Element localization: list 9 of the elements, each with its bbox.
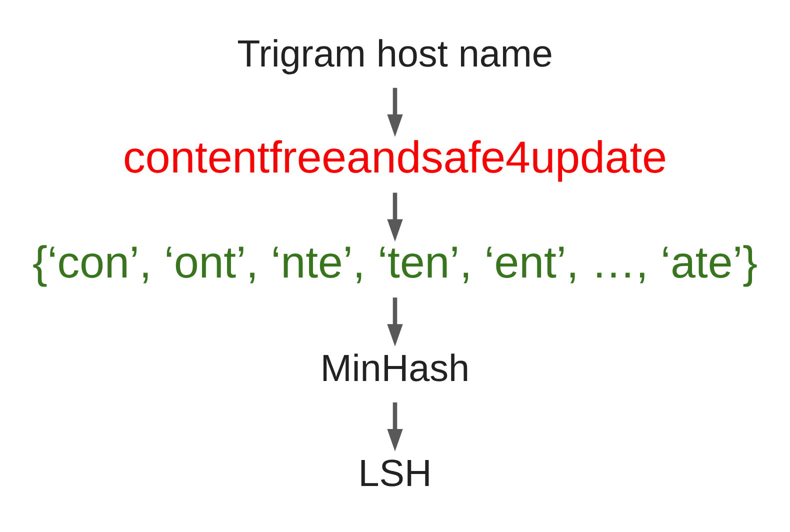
arrow bbox=[387, 297, 403, 346]
node-text: contentfreeandsafe4update bbox=[123, 132, 667, 182]
node-text: {‘con’, ‘ont’, ‘nte’, ‘ten’, ‘ent’, …, ‘ate’} bbox=[32, 238, 758, 287]
node-text: MinHash bbox=[320, 347, 470, 390]
arrow bbox=[387, 402, 403, 451]
node-text: Trigram host name bbox=[237, 32, 553, 75]
arrow bbox=[387, 87, 403, 136]
arrow bbox=[387, 192, 403, 242]
node-text: LSH bbox=[358, 452, 432, 494]
